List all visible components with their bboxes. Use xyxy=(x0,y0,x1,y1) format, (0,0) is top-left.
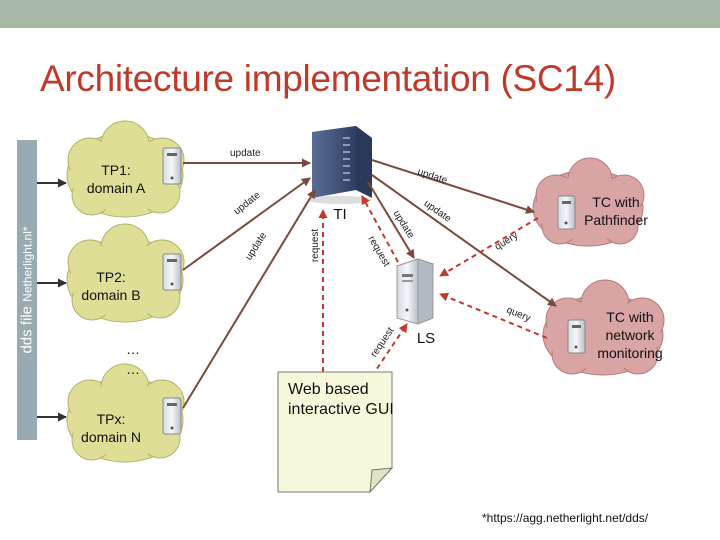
request-arrow-gui-ls xyxy=(371,323,408,377)
tc2-label-line3: monitoring xyxy=(597,345,663,361)
footnote: *https://agg.netherlight.net/dds/ xyxy=(482,511,649,525)
gui-note xyxy=(277,371,394,494)
tp2-label-line2: domain B xyxy=(81,287,141,303)
tc2-label-line1: TC with xyxy=(606,309,654,325)
tp1-server-icon xyxy=(162,147,182,185)
tp1-label-line2: domain A xyxy=(86,180,146,196)
tp2-label-line1: TP2: xyxy=(96,269,126,285)
update-arrow-ti-tc2 xyxy=(371,174,557,307)
tpx-label-line1: TPx: xyxy=(96,411,126,427)
update-arrow-tp2-ti xyxy=(182,177,311,271)
update-label-tp1: update xyxy=(230,148,261,159)
tc1-server-icon xyxy=(557,195,576,230)
top-bar xyxy=(0,0,720,28)
tpx-label-line2: domain N xyxy=(81,429,141,445)
tp2-label: TP2: domain B xyxy=(76,268,146,304)
tp2-server-icon xyxy=(162,253,182,291)
query-arrow-tc1-ls xyxy=(439,217,539,277)
request-arrow-ls-ti xyxy=(361,195,399,263)
gui-line1: Web based xyxy=(288,381,369,398)
ti-server-icon xyxy=(308,126,372,204)
update-arrow-tpx-ti xyxy=(182,189,316,409)
request-label-gui-ti: request xyxy=(310,228,322,263)
gui-line2: interactive GUI xyxy=(288,401,394,418)
gui-note-text: Web based interactive GUI xyxy=(288,380,394,420)
tp1-label-line1: TP1: xyxy=(101,162,131,178)
tc2-label-line2: network xyxy=(605,327,655,343)
ti-label: TI xyxy=(333,206,347,223)
update-arrow-ti-ls xyxy=(367,181,415,259)
tc2-label: TC with network monitoring xyxy=(588,308,672,362)
query-arrow-tc2-ls xyxy=(439,292,548,339)
tpx-label: TPx: domain N xyxy=(76,410,146,446)
tc1-label: TC with Pathfinder xyxy=(576,193,656,229)
tc1-label-line2: Pathfinder xyxy=(584,212,648,228)
ellipsis-1: … xyxy=(126,341,140,357)
update-arrow-ti-tc1 xyxy=(371,159,535,214)
ellipsis-2: … xyxy=(126,361,140,377)
tp1-cloud xyxy=(66,120,185,218)
tpx-server-icon xyxy=(162,397,182,435)
tc1-label-line1: TC with xyxy=(592,194,640,210)
tp1-label: TP1: domain A xyxy=(86,161,146,197)
ls-label: LS xyxy=(416,330,436,347)
tc2-server-icon xyxy=(567,319,586,354)
slide-title: Architecture implementation (SC14) xyxy=(40,58,616,99)
ls-server-icon xyxy=(395,258,435,325)
dds-file-sidebar xyxy=(17,140,37,440)
